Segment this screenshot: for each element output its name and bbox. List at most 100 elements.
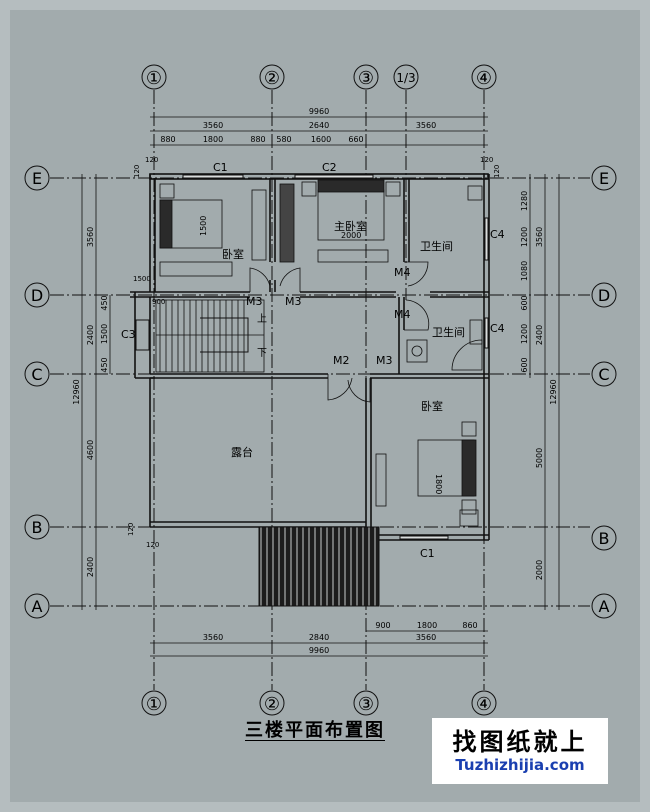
dim-right-detail-4: 600 — [520, 295, 529, 310]
window-c2: C2 — [322, 161, 337, 174]
right-dimension-texts: 12960 3560 2400 5000 2000 1280 1200 1080… — [520, 191, 558, 580]
opening-labels: C1 C2 C4 C4 C3 C1 M4 M4 M3 M3 M2 M3 — [121, 161, 505, 560]
drawing-title: 三楼平面布置图 — [245, 720, 385, 741]
walls — [130, 173, 490, 541]
axis-row-c-right: C — [598, 365, 609, 384]
bottom-dimension-lines — [150, 630, 488, 657]
bed-dim-1500: 1500 — [199, 216, 208, 236]
dim-right-span-4: 2000 — [535, 560, 544, 580]
axis-row-c-left: C — [31, 365, 42, 384]
furniture-dims: 1500 2000 1800 — [199, 216, 443, 495]
room-label-bathroom-ne: 卫生间 — [420, 239, 453, 253]
note-900: 900 — [152, 298, 165, 306]
dim-left-detail-3: 450 — [100, 357, 109, 372]
door-m4-lower: M4 — [394, 308, 411, 321]
dim-top-detail-1: 880 — [160, 135, 175, 144]
note-120-4: 120 — [493, 165, 501, 178]
room-label-bedroom-nw: 卧室 — [222, 247, 244, 261]
dim-right-detail-5: 1200 — [520, 324, 529, 344]
room-label-master-bedroom: 主卧室 — [334, 219, 367, 233]
window-c4-upper: C4 — [490, 228, 505, 241]
staircase — [155, 299, 265, 373]
dim-top-span-1: 3560 — [203, 121, 223, 130]
dim-left-span-1: 3560 — [86, 227, 95, 247]
column-axis-bubbles-bottom: ① ② ③ ④ — [141, 690, 497, 716]
dim-top-detail-3: 880 — [250, 135, 265, 144]
note-1500: 1500 — [133, 275, 151, 283]
left-dimension-texts: 12960 3560 2400 4600 2400 450 1500 450 — [72, 227, 109, 577]
axis-col-1-top: ① — [146, 68, 162, 89]
axis-row-a-left: A — [32, 597, 43, 616]
dim-top-total: 9960 — [309, 107, 329, 116]
dim-right-detail-6: 600 — [520, 357, 529, 372]
dim-left-span-3: 4600 — [86, 440, 95, 460]
dim-left-span-2: 2400 — [86, 325, 95, 345]
dim-top-detail-6: 660 — [348, 135, 363, 144]
room-label-bathroom-e: 卫生间 — [432, 325, 465, 339]
window-c4-lower: C4 — [490, 322, 505, 335]
axis-row-d-right: D — [598, 286, 610, 305]
dim-right-detail-1: 1280 — [520, 191, 529, 211]
dim-right-span-2: 2400 — [535, 325, 544, 345]
right-dimension-lines — [529, 174, 560, 610]
dim-bottom-detail-2: 1800 — [417, 621, 437, 630]
door-m3-right: M3 — [285, 295, 302, 308]
window-c1-north: C1 — [213, 161, 228, 174]
stair-up-label: 上 — [257, 313, 267, 325]
dim-left-span-4: 2400 — [86, 557, 95, 577]
window-c1-south: C1 — [420, 547, 435, 560]
dim-bottom-span-2: 2840 — [309, 633, 329, 642]
bed-dim-1800: 1800 — [434, 474, 443, 494]
dim-bottom-total: 9960 — [309, 646, 329, 655]
dim-right-detail-2: 1200 — [520, 227, 529, 247]
axis-col-2-bottom: ② — [264, 694, 280, 715]
axis-row-e-right: E — [599, 169, 609, 188]
axis-col-4-bottom: ④ — [476, 694, 492, 715]
room-label-terrace: 露台 — [231, 445, 253, 459]
note-120-1: 120 — [145, 156, 158, 164]
axis-row-a-right: A — [599, 597, 610, 616]
axis-col-2-top: ② — [264, 68, 280, 89]
note-120-2: 120 — [133, 165, 141, 178]
axis-col-1-3-top: 1/3 — [396, 71, 415, 85]
axis-row-e-left: E — [32, 169, 42, 188]
bottom-dimension-texts: 900 1800 860 3560 2840 3560 9960 — [203, 621, 478, 655]
dim-bottom-detail-1: 900 — [375, 621, 390, 630]
watermark-line-1: 找图纸就上 — [452, 728, 588, 756]
dim-bottom-span-3: 3560 — [416, 633, 436, 642]
top-dimension-lines — [150, 116, 488, 146]
door-m2: M2 — [333, 354, 350, 367]
dim-left-detail-2: 1500 — [100, 324, 109, 344]
note-120-5: 120 — [127, 523, 135, 536]
dim-right-total: 12960 — [549, 379, 558, 404]
bed-dim-2000: 2000 — [341, 231, 361, 240]
watermark-line-2: Tuzhizhijia.com — [440, 756, 600, 778]
row-axis-bubbles: E D C B A E D C B A — [24, 165, 617, 619]
dim-top-detail-4: 580 — [276, 135, 291, 144]
note-120-3: 120 — [480, 156, 493, 164]
axis-row-d-left: D — [31, 286, 43, 305]
small-annotations: 120 120 120 120 120 120 1500 900 — [127, 156, 501, 549]
left-dimension-lines — [81, 174, 111, 610]
dim-right-span-3: 5000 — [535, 448, 544, 468]
door-m3-left: M3 — [246, 295, 263, 308]
stair-labels: 上 下 — [257, 313, 267, 359]
door-m4-upper: M4 — [394, 266, 411, 279]
dim-bottom-detail-3: 860 — [462, 621, 477, 630]
door-m3-lower: M3 — [376, 354, 393, 367]
axis-row-b-right: B — [599, 529, 610, 548]
stair-down-label: 下 — [257, 348, 267, 359]
axis-col-1-bottom: ① — [146, 694, 162, 715]
dim-right-span-1: 3560 — [535, 227, 544, 247]
door-swings — [249, 261, 430, 403]
axis-row-b-left: B — [32, 518, 43, 537]
axis-col-3-bottom: ③ — [358, 694, 374, 715]
room-labels: 卧室 主卧室 卫生间 卫生间 卧室 露台 — [222, 219, 465, 459]
column-axis-bubbles-top: ① ② ③ 1/3 ④ — [141, 64, 497, 90]
note-120-6: 120 — [146, 541, 159, 549]
furniture — [159, 179, 483, 527]
dim-top-span-2: 2640 — [309, 121, 329, 130]
windows — [135, 174, 489, 540]
dim-top-detail-5: 1600 — [311, 135, 331, 144]
